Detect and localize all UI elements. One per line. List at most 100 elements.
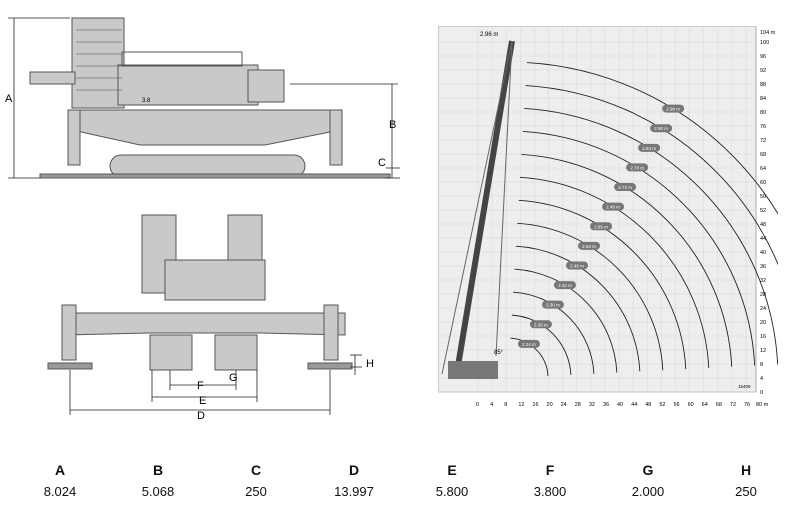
chart-grid bbox=[438, 26, 756, 393]
y-axis-ticks: 1009692888480767268646056524844403632282… bbox=[760, 40, 769, 396]
ground-pad bbox=[39, 173, 391, 179]
label-c: C bbox=[378, 157, 386, 169]
outrigger-beam-front bbox=[64, 312, 346, 336]
y-unit: 104 m bbox=[760, 30, 776, 36]
radius-arc bbox=[524, 108, 779, 365]
y-tick-label: 64 bbox=[760, 166, 766, 172]
radius-label: 2.49 m bbox=[606, 205, 620, 210]
y-tick-label: 80 bbox=[760, 110, 766, 116]
dim-header-a: A bbox=[54, 462, 66, 478]
radius-label: 2.65 m bbox=[594, 224, 608, 229]
boom-foot bbox=[29, 71, 76, 85]
y-tick-label: 92 bbox=[760, 68, 766, 74]
label-f: F bbox=[197, 380, 204, 392]
radius-arc bbox=[522, 130, 756, 366]
dim-value-a: 8.024 bbox=[43, 484, 77, 499]
y-tick-label: 20 bbox=[760, 320, 766, 326]
radius-badge bbox=[650, 124, 673, 133]
label-e: E bbox=[199, 395, 206, 407]
y-tick-label: 48 bbox=[760, 222, 766, 228]
radius-label: 2.72 m bbox=[618, 185, 632, 190]
crane-side-view: 3.8 A B C bbox=[0, 10, 410, 190]
x-tick-label: 44 bbox=[631, 402, 637, 408]
dim-header-c: C bbox=[250, 462, 262, 478]
radius-badge bbox=[638, 143, 661, 152]
chart-top-label: 2.96 m bbox=[480, 32, 498, 38]
y-tick-label: 32 bbox=[760, 278, 766, 284]
radius-arc bbox=[518, 199, 687, 370]
radius-arc bbox=[521, 153, 733, 367]
radius-arc bbox=[520, 176, 710, 368]
radius-arc bbox=[517, 222, 664, 371]
x-tick-label: 56 bbox=[673, 402, 679, 408]
radius-arc bbox=[514, 268, 618, 373]
label-b: B bbox=[389, 119, 396, 131]
radius-badge bbox=[529, 320, 552, 329]
track-left bbox=[149, 334, 193, 371]
radius-badge bbox=[590, 222, 613, 231]
x-tick-label: 48 bbox=[645, 402, 651, 408]
radius-arc bbox=[513, 291, 595, 374]
radius-label: 2.42 m bbox=[558, 283, 572, 288]
superstructure-front bbox=[164, 259, 266, 301]
x-tick-label: 16 bbox=[532, 402, 538, 408]
radius-badge bbox=[662, 104, 685, 113]
x-tick-label: 8 bbox=[504, 402, 507, 408]
radius-badge bbox=[614, 183, 637, 192]
x-tick-label: 60 bbox=[688, 402, 694, 408]
dim-value-f: 3.800 bbox=[533, 484, 567, 499]
y-tick-label: 8 bbox=[760, 362, 763, 368]
corner-code: 15409 bbox=[738, 384, 751, 389]
radius-arc bbox=[510, 337, 549, 377]
x-tick-label: 12 bbox=[518, 402, 524, 408]
y-tick-label: 100 bbox=[760, 40, 769, 46]
dim-header-d: D bbox=[348, 462, 360, 478]
crane-front-view: D E F G H bbox=[0, 205, 410, 430]
superstructure bbox=[117, 64, 259, 106]
radius-label: 2.26 m bbox=[534, 322, 548, 327]
y-tick-label: 28 bbox=[760, 292, 766, 298]
radius-arcs bbox=[510, 62, 800, 377]
y-tick-label: 56 bbox=[760, 194, 766, 200]
radius-badge bbox=[602, 202, 625, 211]
angle-label: 85° bbox=[494, 350, 504, 356]
x-tick-label: 36 bbox=[603, 402, 609, 408]
y-tick-label: 16 bbox=[760, 334, 766, 340]
y-tick-label: 60 bbox=[760, 180, 766, 186]
radius-arc bbox=[511, 314, 572, 375]
dim-value-c: 250 bbox=[245, 484, 267, 499]
radius-badge bbox=[541, 300, 564, 309]
y-tick-label: 0 bbox=[760, 390, 763, 396]
x-tick-label: 64 bbox=[702, 402, 708, 408]
x-tick-label: 4 bbox=[490, 402, 493, 408]
y-tick-label: 52 bbox=[760, 208, 766, 214]
counterweight-stack bbox=[71, 17, 125, 109]
radius-label: 2.90 m bbox=[654, 126, 668, 131]
dim-value-g: 2.000 bbox=[631, 484, 665, 499]
outrigger-leg-left bbox=[67, 109, 81, 166]
dim-value-b: 5.068 bbox=[141, 484, 175, 499]
radius-label: 2.78 m bbox=[630, 165, 644, 170]
radius-arc bbox=[515, 245, 641, 372]
x-tick-label: 76 bbox=[744, 402, 750, 408]
dim-value-e: 5.800 bbox=[435, 484, 469, 499]
x-tick-label: 52 bbox=[659, 402, 665, 408]
y-tick-label: 44 bbox=[760, 236, 766, 242]
outrigger-leg-right bbox=[323, 304, 339, 361]
y-tick-label: 12 bbox=[760, 348, 766, 354]
x-tick-label: 24 bbox=[561, 402, 567, 408]
main-boom bbox=[455, 40, 515, 367]
y-tick-label: 72 bbox=[760, 138, 766, 144]
outrigger-beam bbox=[71, 109, 341, 146]
x-tick-label: 20 bbox=[547, 402, 553, 408]
radius-badge bbox=[565, 261, 588, 270]
radius-label: 2.84 m bbox=[642, 146, 656, 151]
radius-label: 2.24 m bbox=[522, 342, 536, 347]
crane-base-icon bbox=[448, 361, 498, 379]
x-tick-label: 0 bbox=[476, 402, 479, 408]
label-a: A bbox=[5, 93, 13, 105]
radius-label: 2.64 m bbox=[582, 244, 596, 249]
radius-badge bbox=[578, 241, 601, 250]
